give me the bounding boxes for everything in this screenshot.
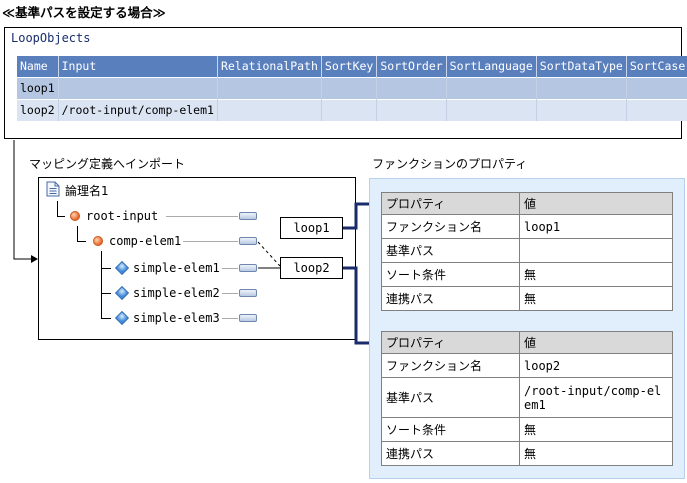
- value-header: 値: [519, 192, 673, 215]
- function-properties-label: ファンクションのプロパティ: [372, 157, 528, 171]
- tree-node-root-input[interactable]: root-input: [86, 209, 159, 223]
- property-value[interactable]: loop2: [519, 353, 673, 378]
- node-guide-line: [183, 241, 238, 242]
- table-cell[interactable]: [446, 98, 537, 121]
- table-cell[interactable]: [58, 76, 218, 99]
- complex-node-icon: [70, 211, 80, 221]
- tree-node-comp-elem1[interactable]: comp-elem1: [109, 234, 182, 248]
- property-value[interactable]: [519, 238, 673, 263]
- table-cell[interactable]: [217, 98, 322, 121]
- column-header[interactable]: RelationalPath: [217, 56, 322, 77]
- tree-line: [101, 268, 111, 269]
- mapping-definition-box: [38, 177, 356, 340]
- column-header[interactable]: SortDataType: [536, 56, 627, 77]
- document-icon: [46, 181, 60, 197]
- connector-port-icon[interactable]: [239, 289, 257, 297]
- property-header-row: プロパティ 値: [381, 192, 673, 215]
- tree-line: [101, 318, 111, 319]
- connector-port-icon[interactable]: [239, 314, 257, 322]
- property-row[interactable]: 連携パス 無: [381, 286, 673, 311]
- property-row[interactable]: 基準パス: [381, 238, 673, 263]
- column-header[interactable]: SortLanguage: [446, 56, 537, 77]
- property-value[interactable]: 無: [519, 286, 673, 311]
- table-cell[interactable]: [217, 76, 322, 99]
- connector-port-icon[interactable]: [239, 212, 257, 220]
- value-header: 値: [519, 331, 673, 354]
- tree-node-simple-elem2[interactable]: simple-elem2: [133, 286, 220, 300]
- column-header[interactable]: Input: [58, 56, 218, 77]
- table-header-row: Name Input RelationalPath SortKey SortOr…: [17, 56, 687, 77]
- tree-line: [57, 216, 65, 217]
- table-cell[interactable]: [626, 76, 687, 99]
- property-value[interactable]: 無: [519, 262, 673, 287]
- tree-line: [101, 251, 102, 319]
- loop-objects-title: LoopObjects: [11, 31, 91, 45]
- property-header: プロパティ: [381, 192, 520, 215]
- table-cell[interactable]: [321, 76, 378, 99]
- tree-node-simple-elem3[interactable]: simple-elem3: [133, 311, 220, 325]
- property-header-row: プロパティ 値: [381, 331, 673, 354]
- table-cell[interactable]: [376, 76, 447, 99]
- tree-line: [101, 293, 111, 294]
- property-name: 連携パス: [381, 286, 520, 311]
- column-header[interactable]: SortKey: [321, 56, 378, 77]
- property-name: 基準パス: [381, 377, 520, 418]
- tree-line: [57, 201, 58, 217]
- table-cell[interactable]: [626, 98, 687, 121]
- node-guide-line: [222, 268, 238, 269]
- tree-node-simple-elem1[interactable]: simple-elem1: [133, 261, 220, 275]
- mapping-import-label: マッピング定義へインポート: [29, 157, 186, 171]
- property-name: ファンクション名: [381, 353, 520, 378]
- property-row[interactable]: 連携パス 無: [381, 441, 673, 466]
- property-panel: プロパティ 値 ファンクション名 loop1 基準パス ソート条件 無 連携パス…: [369, 178, 685, 479]
- table-row[interactable]: loop1: [17, 76, 687, 99]
- tree-line: [77, 226, 78, 242]
- property-name: 基準パス: [381, 238, 520, 263]
- logical-name: 論理名1: [65, 184, 109, 198]
- property-row[interactable]: 基準パス /root-input/comp-elem1: [381, 377, 673, 418]
- property-value[interactable]: loop1: [519, 214, 673, 239]
- complex-node-icon: [93, 236, 103, 246]
- property-name: ソート条件: [381, 417, 520, 442]
- property-value[interactable]: 無: [519, 441, 673, 466]
- property-value[interactable]: /root-input/comp-elem1: [519, 377, 673, 418]
- property-table-loop1: プロパティ 値 ファンクション名 loop1 基準パス ソート条件 無 連携パス…: [381, 192, 673, 311]
- node-guide-line: [166, 216, 238, 217]
- property-name: ファンクション名: [381, 214, 520, 239]
- page-title: ≪基準パスを設定する場合≫: [2, 5, 166, 20]
- table-cell[interactable]: loop2: [17, 98, 59, 121]
- property-row[interactable]: ソート条件 無: [381, 262, 673, 287]
- tree-line: [77, 241, 86, 242]
- table-row[interactable]: loop2 /root-input/comp-elem1: [17, 98, 687, 121]
- table-cell[interactable]: [536, 76, 627, 99]
- column-header[interactable]: Name: [17, 56, 59, 77]
- loop-objects-table: Name Input RelationalPath SortKey SortOr…: [17, 56, 687, 121]
- column-header[interactable]: SortCase: [626, 56, 687, 77]
- connector-port-icon[interactable]: [239, 237, 257, 245]
- loop2-function-box[interactable]: loop2: [280, 257, 343, 279]
- property-table-loop2: プロパティ 値 ファンクション名 loop2 基準パス /root-input/…: [381, 331, 673, 466]
- property-row[interactable]: ソート条件 無: [381, 417, 673, 442]
- loop-objects-panel: LoopObjects Name Input RelationalPath So…: [4, 27, 687, 139]
- property-row[interactable]: ファンクション名 loop2: [381, 353, 673, 378]
- table-cell[interactable]: [536, 98, 627, 121]
- table-cell[interactable]: [446, 76, 537, 99]
- node-guide-line: [222, 318, 238, 319]
- loop1-function-box[interactable]: loop1: [280, 217, 343, 239]
- table-cell[interactable]: /root-input/comp-elem1: [58, 98, 218, 121]
- table-cell[interactable]: [376, 98, 447, 121]
- property-header: プロパティ: [381, 331, 520, 354]
- table-cell[interactable]: loop1: [17, 76, 59, 99]
- property-name: ソート条件: [381, 262, 520, 287]
- connector-port-icon[interactable]: [239, 264, 257, 272]
- node-guide-line: [222, 293, 238, 294]
- property-value[interactable]: 無: [519, 417, 673, 442]
- table-cell[interactable]: [321, 98, 378, 121]
- property-row[interactable]: ファンクション名 loop1: [381, 214, 673, 239]
- column-header[interactable]: SortOrder: [376, 56, 447, 77]
- property-name: 連携パス: [381, 441, 520, 466]
